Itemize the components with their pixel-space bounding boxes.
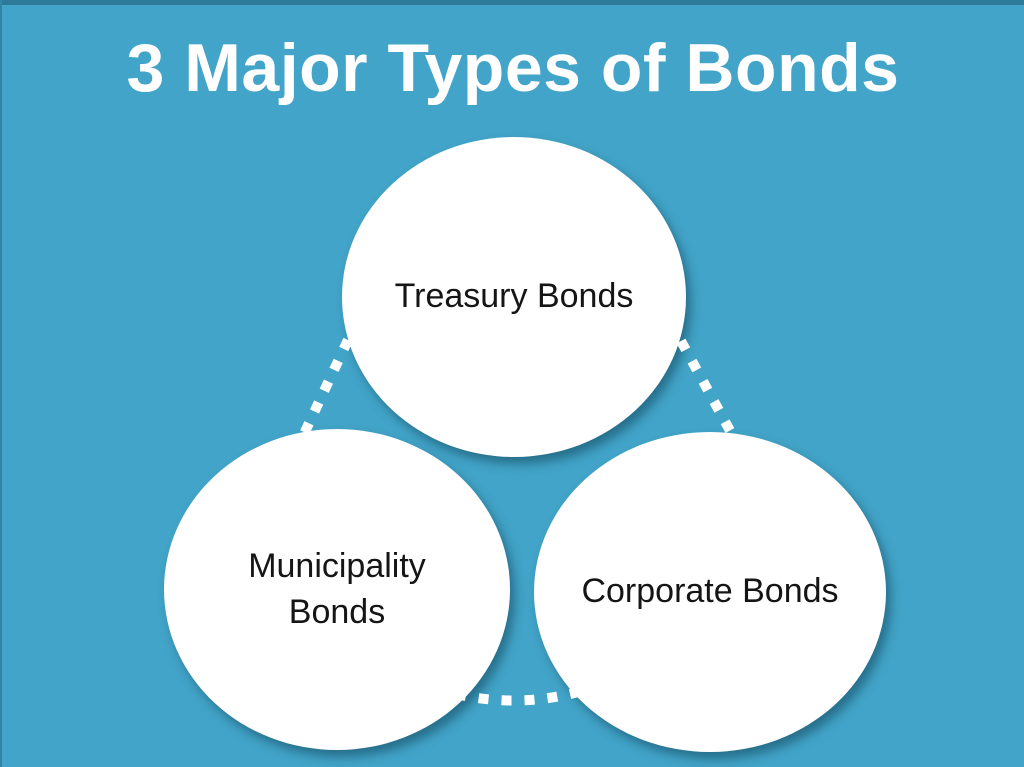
connector-treasury-corporate <box>676 338 739 441</box>
node-treasury-bonds-label: Treasury Bonds <box>394 277 634 316</box>
node-municipality-bonds-label: Municipality Bonds <box>248 546 426 631</box>
top-edge-strip <box>2 0 1024 5</box>
node-treasury-bonds: Treasury Bonds <box>342 137 686 457</box>
connector-treasury-municipality <box>298 337 353 439</box>
node-corporate-bonds: Corporate Bonds <box>534 432 886 752</box>
slide-title: 3 Major Types of Bonds <box>126 30 900 106</box>
node-municipality-bonds: Municipality Bonds <box>164 429 510 750</box>
connector-municipality-corporate <box>454 687 580 706</box>
node-corporate-bonds-label: Corporate Bonds <box>581 572 839 611</box>
